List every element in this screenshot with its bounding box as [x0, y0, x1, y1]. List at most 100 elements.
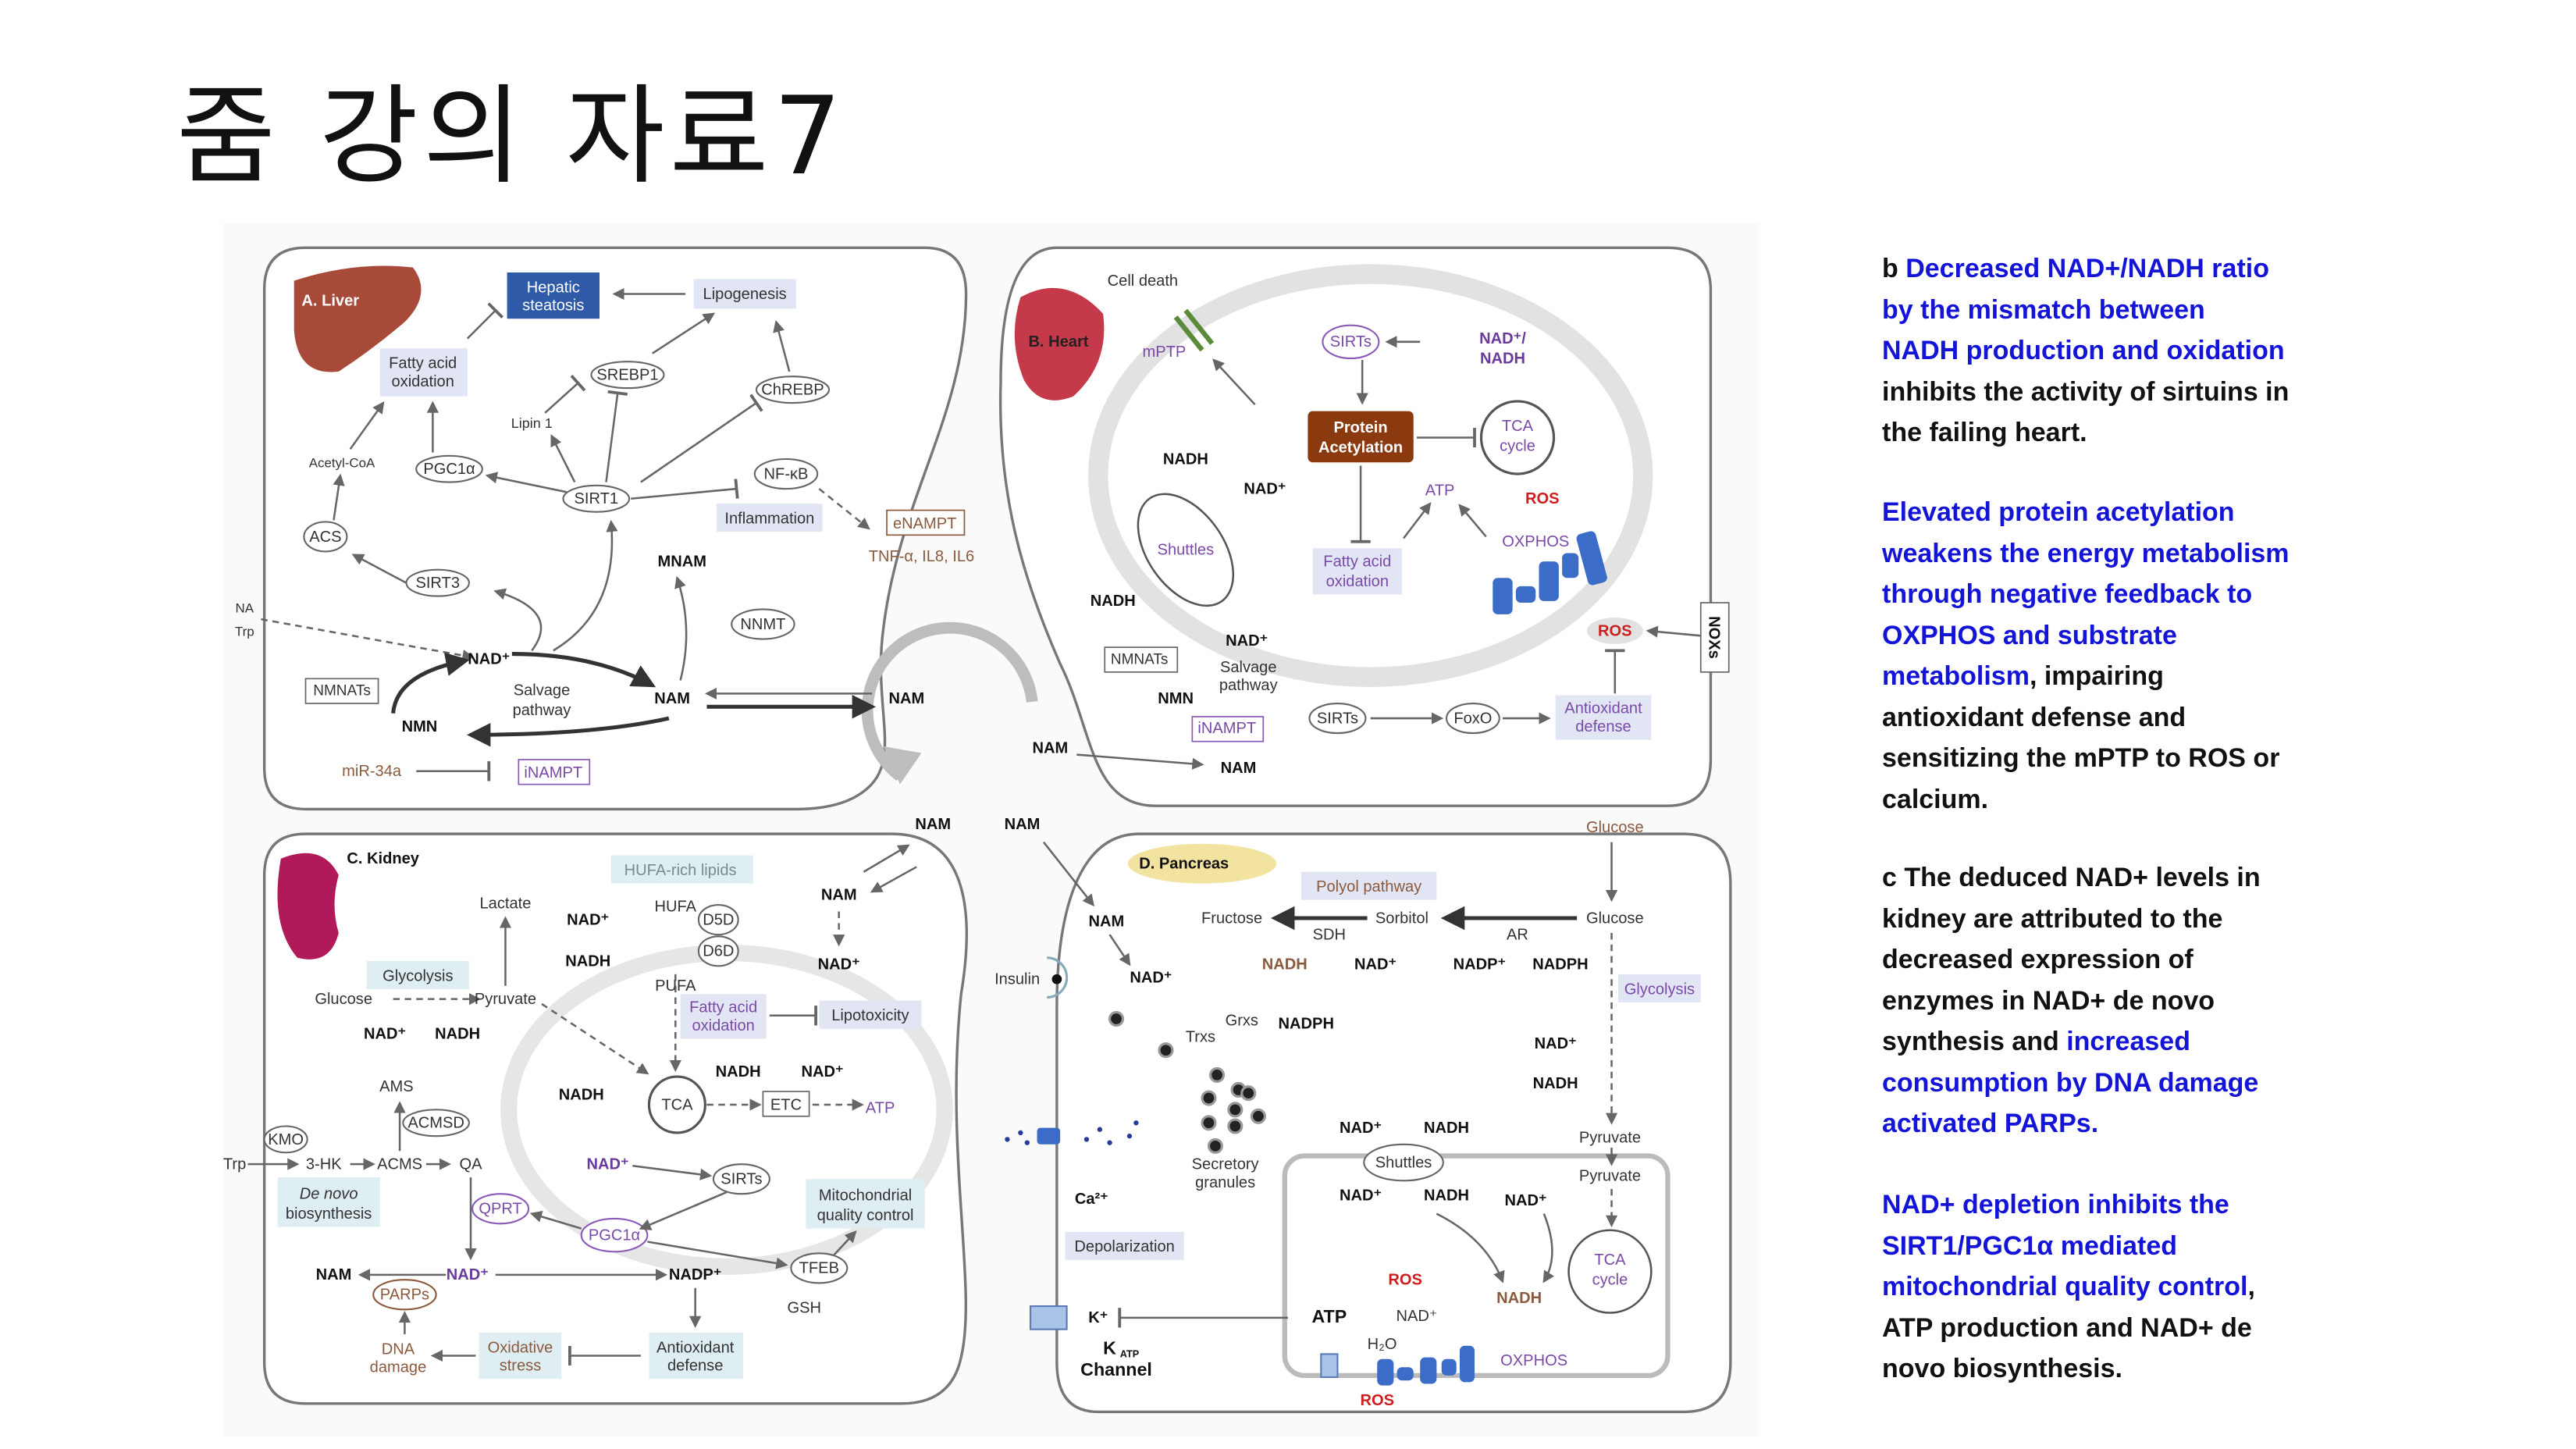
heart-sirts-node: [1322, 324, 1380, 360]
dna-damage-label-1: DNA: [382, 1340, 415, 1358]
inflammation-label: Inflammation: [724, 510, 814, 527]
hufa-label: HUFA: [655, 899, 697, 916]
center-nam-liver: NAM: [889, 690, 925, 707]
pancreas-pyruvate-label-1: Pyruvate: [1579, 1130, 1641, 1147]
calcium-channel-icon: [1037, 1127, 1061, 1145]
nnmt-label: NNMT: [740, 616, 785, 633]
lipotoxicity-label: Lipotoxicity: [831, 1007, 909, 1024]
trxs-label: Trxs: [1186, 1029, 1215, 1046]
kidney-antioxidant-box: [649, 1332, 744, 1380]
hufa-lipids-label: HUFA-rich lipids: [624, 862, 737, 879]
insulin-granule: [1051, 974, 1062, 984]
hepatic-steatosis-box: [507, 272, 600, 319]
d6d-node: [697, 935, 739, 967]
tfeb-label: TFEB: [799, 1260, 839, 1277]
heart-nadh-label-2: NADH: [1091, 593, 1136, 610]
secretory-granules-label-1: Secretory: [1192, 1155, 1259, 1173]
heart-shuttles: [1137, 493, 1235, 607]
liver-fao-label-1: Fatty acid: [389, 355, 457, 372]
ar-label: AR: [1507, 926, 1528, 943]
sdh-label: SDH: [1313, 926, 1346, 943]
insulin-vesicle: [1047, 956, 1069, 999]
heart-salvage-label-1: Salvage: [1220, 659, 1277, 676]
heart-fao-box: [1312, 548, 1402, 595]
pancreas-tca-label-1: TCA: [1594, 1251, 1626, 1269]
heart-oxphos-complexes-icon: [1493, 531, 1607, 614]
etc-label: ETC: [770, 1096, 802, 1113]
acs-label: ACS: [309, 529, 341, 546]
pancreas-nad-label-4: NAD⁺: [1340, 1120, 1382, 1137]
note-heart-b: b Decreased NAD+/NADH ratio by the misma…: [1882, 248, 2289, 454]
heart-shuttles-label: Shuttles: [1158, 542, 1215, 559]
dna-damage-label-2: damage: [370, 1359, 427, 1376]
lipotoxicity-box: [819, 1000, 922, 1029]
kidney-nad-label-4: NAD⁺: [801, 1063, 843, 1081]
nad-nadh-label-1: NAD⁺/: [1479, 330, 1526, 347]
heart-sirts-label: SIRTs: [1330, 333, 1372, 351]
note-segment: c The deduced NAD+ levels in kidney are …: [1882, 863, 2261, 1056]
pancreas-mitochondrion: [1282, 1153, 1670, 1379]
mito-qc-label-1: Mitochondrial: [819, 1187, 912, 1205]
kidney-pgc1a-label: PGC1α: [589, 1226, 641, 1244]
heart-title: B. Heart: [1029, 333, 1089, 351]
mptp-label: mPTP: [1142, 344, 1186, 361]
qa-label: QA: [460, 1155, 483, 1173]
heart-nam-label: NAM: [1221, 760, 1257, 777]
heart-ros-label-2: ROS: [1598, 622, 1632, 639]
kidney-nadh-label-4: NADH: [716, 1063, 761, 1081]
center-nam-heart: NAM: [1033, 739, 1069, 757]
parps-label: PARPs: [380, 1287, 429, 1304]
kidney-fao-label-1: Fatty acid: [689, 999, 757, 1016]
qprt-label: QPRT: [479, 1201, 521, 1218]
potassium-label: K⁺: [1088, 1309, 1108, 1326]
polyol-box: [1300, 871, 1437, 900]
enampt-label: eNAMPT: [893, 515, 956, 532]
heart-icon: [1014, 287, 1105, 401]
nad-nadh-label-2: NADH: [1480, 350, 1525, 367]
kidney-nad-label-6: NAD⁺: [447, 1266, 489, 1283]
hepatic-steatosis-label-1: Hepatic: [527, 279, 580, 296]
gsh-label: GSH: [788, 1300, 822, 1317]
heart-sirts2-label: SIRTs: [1317, 710, 1358, 727]
liver-nmnats-box: [304, 678, 379, 704]
pathway-arrows: [247, 287, 1701, 1366]
lipogenesis-label: Lipogenesis: [703, 286, 787, 303]
de-novo-label-2: biosynthesis: [286, 1205, 372, 1223]
depolarization-label: Depolarization: [1074, 1238, 1174, 1255]
etc-box: [762, 1091, 810, 1117]
liver-title: A. Liver: [301, 292, 359, 309]
note-segment: , ATP production and NAD+ de novo biosyn…: [1882, 1272, 2255, 1383]
mir34a-label: miR-34a: [342, 763, 402, 780]
nadp-label: NADP⁺: [669, 1266, 722, 1283]
kidney-glycolysis-label: Glycolysis: [382, 967, 453, 984]
slide-title: 줌 강의 자료7: [176, 73, 847, 199]
kidney-icon: [277, 853, 339, 959]
kidney-atp-label: ATP: [866, 1100, 895, 1117]
pancreas-tca-cycle: [1567, 1229, 1653, 1314]
kidney-nadh-label-3: NADH: [559, 1087, 604, 1104]
pancreas-nadp-label: NADP⁺: [1453, 956, 1507, 974]
protein-acetylation-label-2: Acetylation: [1318, 440, 1403, 457]
kidney-nadh-label-2: NADH: [435, 1025, 480, 1042]
tfeb-node: [790, 1252, 849, 1284]
note-heart-acetylation: Elevated protein acetylation weakens the…: [1882, 492, 2290, 820]
kmo-label: KMO: [268, 1131, 304, 1148]
mito-qc-label-2: quality control: [817, 1207, 914, 1224]
heart-fao-label-2: oxidation: [1326, 573, 1389, 590]
heart-salvage-label-2: pathway: [1219, 677, 1278, 694]
pancreas-pyruvate-label-2: Pyruvate: [1579, 1167, 1641, 1184]
oxidative-stress-label-1: Oxidative: [488, 1339, 553, 1356]
acmsd-label: ACMSD: [407, 1115, 464, 1132]
pancreas-nadh-label-5: NADH: [1496, 1290, 1542, 1307]
center-nam-pancreas: NAM: [1005, 816, 1041, 833]
heart-nmnats-box: [1104, 646, 1179, 673]
enampt-box: [886, 509, 966, 536]
pancreas-nad-label-1: NAD⁺: [1354, 956, 1397, 974]
acs-node: [303, 521, 348, 553]
liver-nam-label: NAM: [654, 690, 690, 707]
mito-qc-box: [806, 1179, 925, 1229]
kidney-fao-box: [680, 994, 767, 1039]
kidney-nam-label-1: NAM: [821, 887, 857, 904]
lipogenesis-box: [693, 279, 796, 309]
pancreas-title: D. Pancreas: [1139, 856, 1229, 873]
